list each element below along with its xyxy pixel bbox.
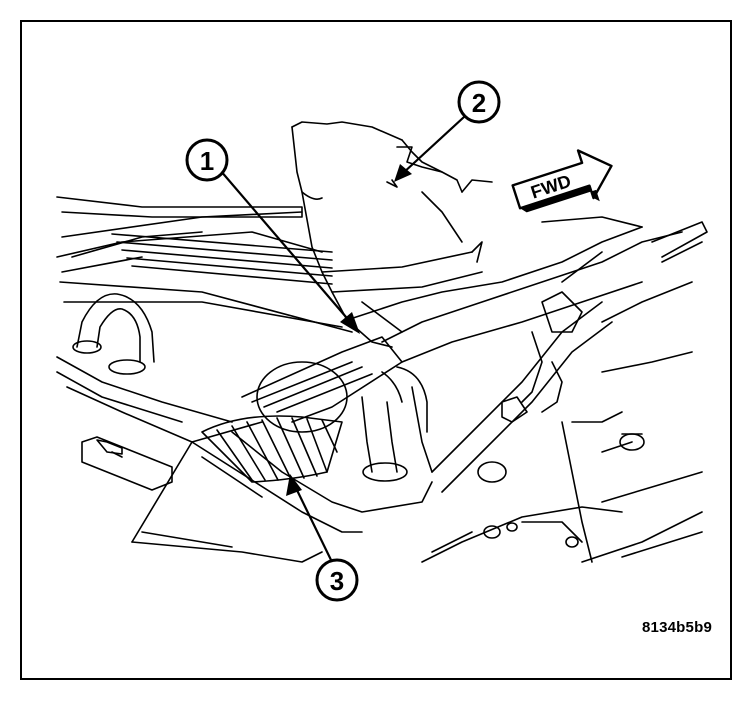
seat-post [361, 366, 433, 482]
callout-1: 1 [185, 138, 229, 182]
leader-arrowheads [286, 164, 412, 496]
figure-id-label: 8134b5b9 [642, 619, 712, 636]
callout-2: 2 [457, 80, 501, 124]
callout-2-label: 2 [472, 88, 486, 118]
hinge-mechanism [381, 216, 708, 563]
callout-3-label: 3 [330, 566, 344, 596]
figure-frame: 1 2 3 FWD 8134b5b9 [20, 20, 732, 680]
seat-cover-sheet [291, 121, 643, 348]
seat-back-bracket [56, 293, 233, 491]
callout-leaders [218, 115, 466, 564]
cowl-panel [56, 196, 353, 333]
forward-arrow-icon: FWD [511, 149, 613, 213]
ribbed-strap [201, 336, 403, 483]
callout-3: 3 [315, 558, 359, 602]
line-illustration: 1 2 3 FWD [56, 80, 708, 602]
callout-1-label: 1 [200, 146, 214, 176]
seat-cushion [131, 361, 433, 563]
